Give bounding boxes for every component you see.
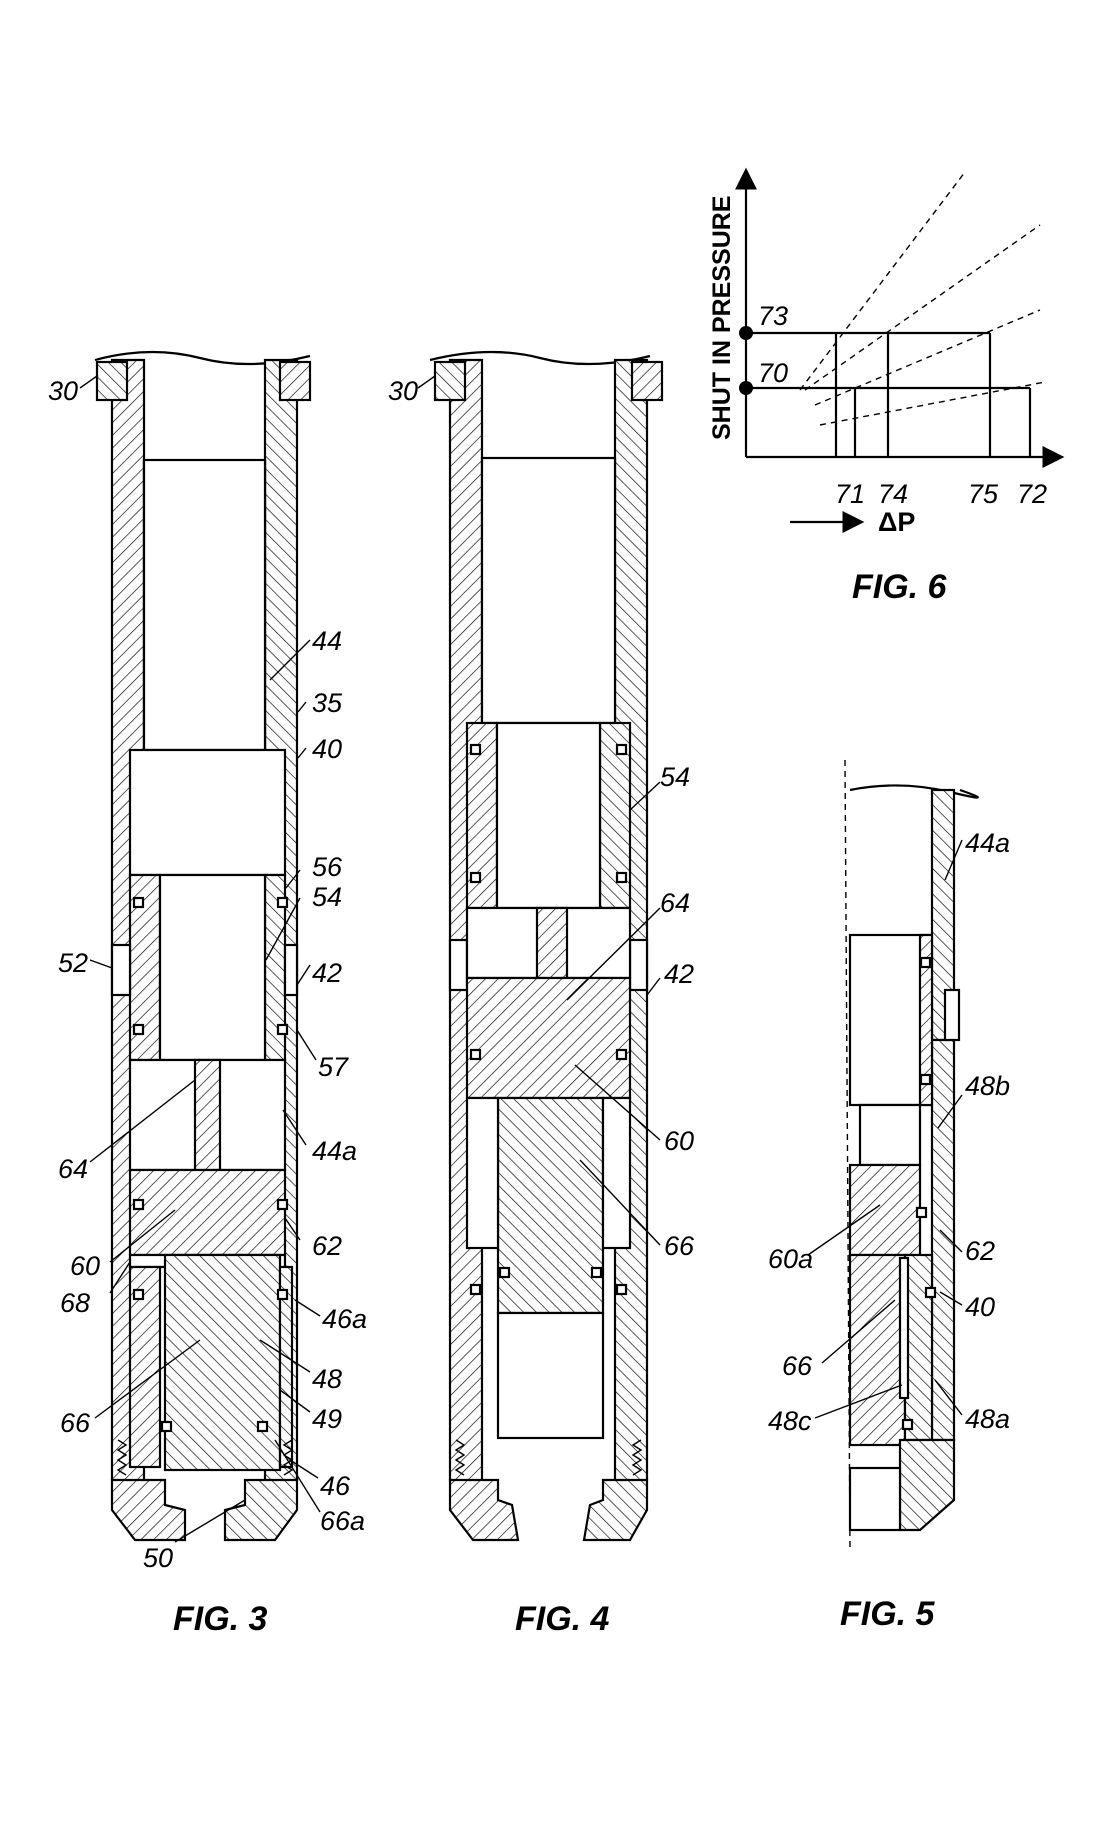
fig3-ref-66: 66 <box>60 1408 91 1438</box>
fig6-y-axis-title: SHUT IN PRESSURE <box>708 196 736 440</box>
fig6-tick-75: 75 <box>968 479 999 509</box>
fig6-caption: FIG. 6 <box>852 568 948 606</box>
fig3-ref-44: 44 <box>312 626 342 656</box>
figure-3-drawing: 30 44 35 40 56 54 52 42 57 64 44a 60 62 … <box>48 350 367 1638</box>
fig5-ref-48c: 48c <box>768 1406 812 1436</box>
fig4-ref-42: 42 <box>664 959 694 989</box>
fig3-ref-66a: 66a <box>320 1506 365 1536</box>
fig3-ref-46a: 46a <box>322 1304 367 1334</box>
fig6-tick-71: 71 <box>835 479 865 509</box>
fig5-ref-44a: 44a <box>965 828 1010 858</box>
figure-4-drawing: 30 54 64 42 60 66 FIG. 4 <box>388 350 695 1638</box>
fig3-ref-35: 35 <box>312 688 343 718</box>
fig3-ref-42: 42 <box>312 958 342 988</box>
fig4-ref-54: 54 <box>660 762 690 792</box>
figure-5-drawing: 44a 48b 60a 62 40 66 48c 48a FIG. 5 <box>768 759 1010 1633</box>
fig3-caption: FIG. 3 <box>173 1600 268 1638</box>
fig6-tick-72: 72 <box>1017 479 1047 509</box>
fig3-ref-46: 46 <box>320 1471 351 1501</box>
fig6-tick-74: 74 <box>878 479 908 509</box>
fig3-ref-54: 54 <box>312 882 342 912</box>
fig3-ref-49: 49 <box>312 1404 342 1434</box>
fig3-ref-62: 62 <box>312 1231 342 1261</box>
fig5-ref-48a: 48a <box>965 1404 1010 1434</box>
fig6-label-73: 73 <box>758 301 788 331</box>
fig3-ref-48: 48 <box>312 1364 342 1394</box>
fig5-ref-62: 62 <box>965 1236 995 1266</box>
fig3-ref-52: 52 <box>58 948 88 978</box>
fig3-ref-56: 56 <box>312 852 343 882</box>
fig5-ref-66: 66 <box>782 1351 813 1381</box>
fig5-ref-40: 40 <box>965 1292 995 1322</box>
fig6-label-70: 70 <box>758 358 788 388</box>
fig4-ref-66: 66 <box>664 1231 695 1261</box>
fig4-ref-64: 64 <box>660 888 690 918</box>
fig3-ref-68: 68 <box>60 1288 90 1318</box>
fig3-ref-60: 60 <box>70 1251 100 1281</box>
fig5-caption: FIG. 5 <box>840 1595 936 1633</box>
fig3-ref-44a: 44a <box>312 1136 357 1166</box>
fig3-ref-40: 40 <box>312 734 342 764</box>
fig3-ref-50: 50 <box>143 1543 173 1573</box>
fig4-caption: FIG. 4 <box>515 1600 610 1638</box>
fig3-ref-57: 57 <box>318 1052 349 1082</box>
fig3-ref-30: 30 <box>48 376 78 406</box>
figure-6-graph: SHUT IN PRESSURE 73 70 71 74 75 72 ΔP FI… <box>708 167 1065 606</box>
fig6-x-axis-title: ΔP <box>878 507 915 537</box>
fig4-ref-30: 30 <box>388 376 418 406</box>
fig5-ref-60a: 60a <box>768 1244 813 1274</box>
fig5-ref-48b: 48b <box>965 1071 1010 1101</box>
fig3-ref-64: 64 <box>58 1154 88 1184</box>
fig4-ref-60: 60 <box>664 1126 694 1156</box>
